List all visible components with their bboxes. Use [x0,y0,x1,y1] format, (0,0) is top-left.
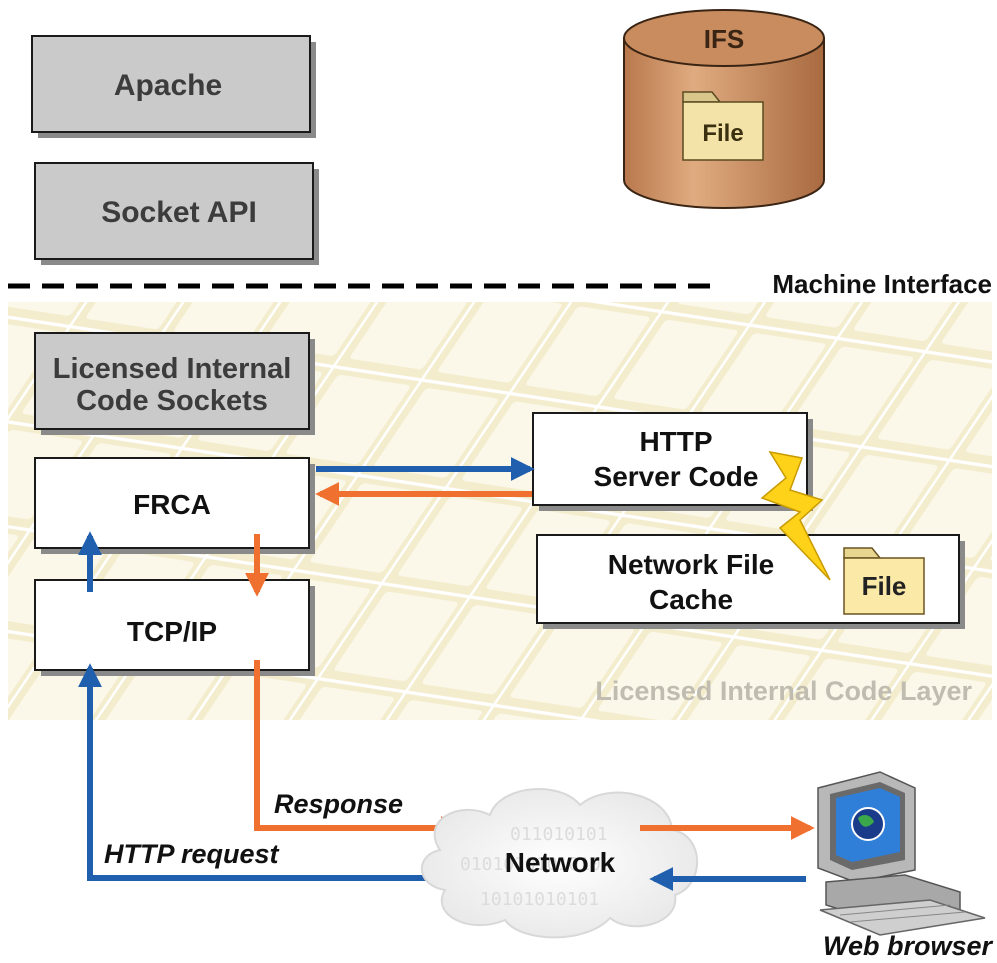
socket-api-label: Socket API [101,196,257,229]
ifs-title: IFS [704,24,744,54]
response-label: Response [274,789,403,819]
lic-sockets-line2: Code Sockets [76,385,268,417]
http-request-label: HTTP request [104,839,280,869]
nfc-line1: Network File [608,549,774,580]
apache-box: Apache [31,35,316,138]
tcpip-box: TCP/IP [34,579,315,676]
svg-text:011010101: 011010101 [510,824,608,845]
nfc-folder-icon: File [843,547,925,615]
machine-interface-label: Machine Interface [772,269,992,299]
apache-label: Apache [114,69,222,102]
nfc-line2: Cache [649,584,733,615]
socket-api-box: Socket API [34,162,319,265]
nfc-file-label: File [862,571,907,601]
response-path-arrow [254,660,465,840]
ifs-folder-icon: File [682,91,764,161]
tcpip-label: TCP/IP [127,616,217,647]
http-server-box: HTTP Server Code [532,412,813,511]
web-browser-label: Web browser [823,931,994,961]
lic-sockets-line1: Licensed Internal [53,353,292,385]
network-cloud-icon: 011010101 0101010101010 10101010101 Netw… [420,788,699,939]
frca-label: FRCA [133,489,211,520]
lightning-bolt-icon [760,450,831,581]
ifs-file-label: File [702,120,743,147]
svg-text:10101010101: 10101010101 [480,889,599,910]
ifs-cylinder: IFS File [623,9,825,209]
lic-layer-label: Licensed Internal Code Layer [595,676,972,706]
request-path-arrow [78,663,462,881]
lic-sockets-box: Licensed Internal Code Sockets [34,332,315,435]
network-file-cache-box: Network File Cache File [536,534,965,629]
frca-box: FRCA [34,457,315,554]
svg-text:0101010101010: 0101010101010 [460,854,601,875]
network-label: Network [505,847,616,878]
http-server-line1: HTTP [639,426,712,457]
computer-icon [817,771,986,936]
http-server-line2: Server Code [594,461,759,492]
